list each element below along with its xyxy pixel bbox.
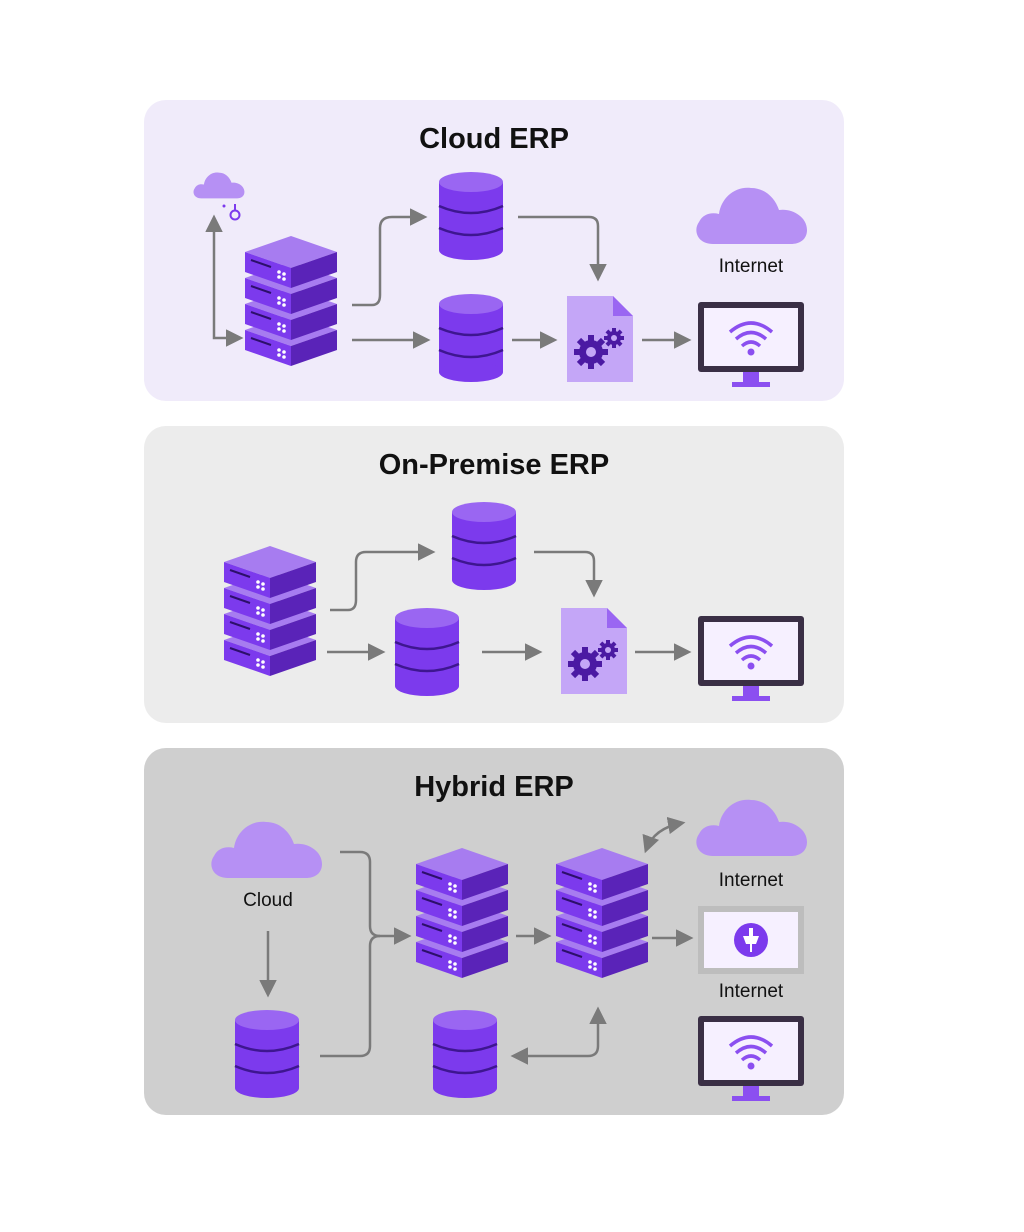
server-stack-icon xyxy=(416,848,508,978)
internet-label: Internet xyxy=(719,256,784,277)
gear-document-icon xyxy=(561,608,627,694)
hybrid-erp-panel: Hybrid ERP Cloud Inter xyxy=(144,748,844,1115)
plug-screen-icon xyxy=(698,906,804,974)
db-server-sync-arrow xyxy=(510,1006,607,1065)
database-top-icon xyxy=(437,170,505,262)
server-stack-icon xyxy=(245,236,337,366)
onprem-erp-title: On-Premise ERP xyxy=(379,449,609,481)
server-to-top-db-arrow xyxy=(330,543,436,612)
database-top-icon xyxy=(450,500,518,592)
cloud-erp-title: Cloud ERP xyxy=(419,123,569,155)
plug-icon xyxy=(743,928,759,952)
top-db-to-doc-arrow xyxy=(534,550,603,598)
database-icon xyxy=(437,292,505,384)
onprem-erp-panel: On-Premise ERP xyxy=(144,426,844,723)
internet-label-top: Internet xyxy=(719,870,784,891)
server-stack-secondary-icon xyxy=(556,848,648,978)
database-icon xyxy=(393,606,461,698)
server-cloud-sync-arrow xyxy=(642,816,686,854)
database-secondary-icon xyxy=(431,1008,499,1100)
hybrid-erp-title: Hybrid ERP xyxy=(414,771,574,803)
cloud-to-server-arrow xyxy=(205,214,244,347)
server-stack-icon xyxy=(224,546,316,676)
server-to-top-db-arrow xyxy=(352,208,428,307)
database-icon xyxy=(233,1008,301,1100)
gear-document-icon xyxy=(567,296,633,382)
cloud-label: Cloud xyxy=(243,890,293,911)
cloud-erp-panel: Cloud ERP xyxy=(144,100,844,401)
db-to-server-arrow xyxy=(320,934,381,1058)
internet-label-mid: Internet xyxy=(719,981,784,1002)
top-db-to-doc-arrow xyxy=(518,215,607,282)
